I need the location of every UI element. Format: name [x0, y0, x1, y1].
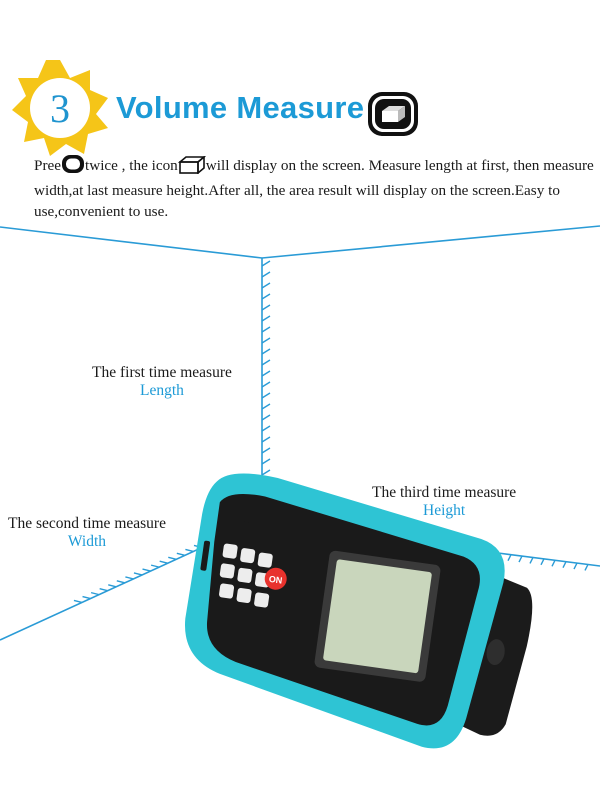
description-part1: Pree	[34, 157, 61, 174]
tick-mark	[507, 554, 512, 561]
height-ticks	[261, 260, 271, 509]
label-height: The third time measure Height	[372, 484, 516, 520]
tick-mark	[261, 447, 271, 454]
tick-mark	[573, 562, 578, 570]
description-part3: will display on the screen. Measure leng…	[34, 157, 594, 220]
tick-mark	[261, 337, 271, 344]
tick-mark	[159, 560, 168, 564]
tick-mark	[108, 584, 117, 588]
tick-mark	[261, 348, 271, 355]
tick-mark	[261, 425, 271, 432]
tick-mark	[99, 588, 108, 592]
ceiling-right-edge	[261, 225, 600, 259]
description-part2: twice , the icon	[85, 157, 178, 174]
tick-mark	[261, 370, 271, 377]
cube-icon	[177, 155, 206, 180]
step-badge: 3	[10, 58, 110, 158]
tick-mark	[185, 548, 194, 553]
keypad	[219, 543, 273, 608]
tick-mark	[261, 282, 271, 289]
label-length-line2: Length	[139, 382, 184, 399]
tick-mark	[529, 557, 534, 564]
tick-mark	[133, 572, 143, 576]
tick-mark	[551, 559, 556, 567]
floor-right-edge	[489, 551, 600, 567]
tick-mark	[261, 414, 271, 421]
on-button-label: ON	[268, 574, 283, 586]
tick-mark	[261, 326, 271, 333]
tick-mark	[116, 580, 125, 584]
on-button	[264, 567, 287, 590]
tick-mark	[261, 260, 271, 267]
tick-mark	[261, 315, 271, 322]
page-title: Volume Measure	[116, 90, 365, 125]
tick-mark	[73, 599, 83, 604]
label-width-line2: Width	[67, 533, 107, 550]
label-height-line1: The third time measure	[372, 484, 517, 501]
tick-mark	[261, 293, 271, 300]
tick-mark	[261, 271, 271, 278]
volume-box-icon	[367, 91, 419, 137]
label-length-line1: The first time measure	[92, 364, 232, 381]
tick-mark	[176, 552, 185, 557]
laser-distance-meter: ON	[185, 473, 533, 749]
tick-mark	[150, 564, 160, 568]
tick-mark	[261, 392, 271, 399]
tick-mark	[540, 558, 545, 566]
tick-mark	[168, 556, 177, 560]
label-width-line1: The second time measure	[8, 515, 166, 532]
tick-mark	[261, 403, 271, 410]
tick-mark	[261, 381, 271, 388]
tick-mark	[142, 568, 151, 572]
tick-mark	[261, 304, 271, 311]
step-number: 3	[50, 85, 70, 131]
tick-mark	[90, 591, 100, 596]
tick-mark	[261, 359, 271, 366]
tick-mark	[125, 576, 134, 580]
label-length: The first time measure Length	[92, 364, 232, 400]
tick-mark	[518, 555, 523, 563]
star-badge-icon	[12, 60, 108, 156]
label-height-line2: Height	[423, 502, 466, 519]
tick-mark	[261, 458, 271, 465]
tick-mark	[584, 564, 589, 571]
ceiling-left-edge	[0, 226, 263, 259]
label-width: The second time measure Width	[8, 515, 166, 551]
tick-mark	[261, 436, 271, 443]
tick-mark	[82, 595, 91, 600]
tick-mark	[562, 561, 567, 568]
length-ticks	[496, 552, 589, 571]
button-icon	[61, 154, 85, 180]
tick-mark	[261, 469, 271, 476]
